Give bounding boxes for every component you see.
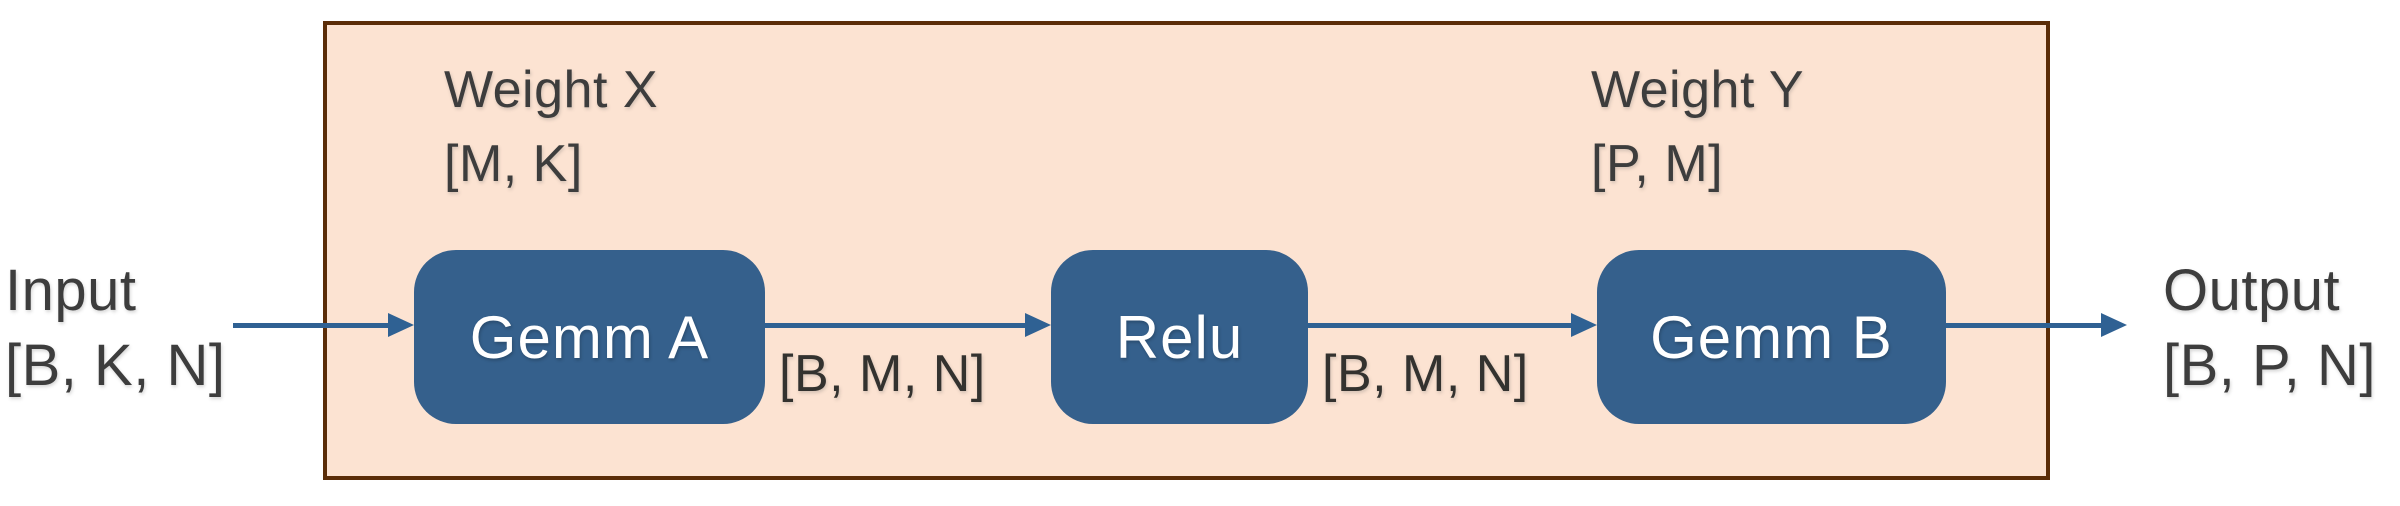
weight-y-name: Weight Y xyxy=(1591,61,1805,119)
node-relu: Relu xyxy=(1051,250,1308,424)
output-name: Output xyxy=(2163,258,2341,323)
arrow-gemm-a-to-relu xyxy=(765,313,1051,337)
arrow-shaft xyxy=(1946,323,2107,328)
weight-x-label: Weight X [M, K] xyxy=(444,54,658,202)
weight-y-shape: [P, M] xyxy=(1591,134,1724,193)
arrow-relu-to-gemm-b xyxy=(1308,313,1597,337)
arrowhead-icon xyxy=(2101,313,2127,337)
arrowhead-icon xyxy=(1571,313,1597,337)
weight-x-shape: [M, K] xyxy=(444,134,583,193)
node-gemm-a: Gemm A xyxy=(414,250,765,424)
input-shape: [B, K, N] xyxy=(5,333,226,399)
node-relu-label: Relu xyxy=(1115,303,1244,371)
arrowhead-icon xyxy=(388,313,414,337)
arrow-shaft xyxy=(765,323,1031,328)
arrow-shaft xyxy=(233,323,394,328)
output-label: Output [B, P, N] xyxy=(2163,253,2376,404)
node-gemm-a-label: Gemm A xyxy=(469,303,710,371)
arrow-shaft xyxy=(1308,323,1577,328)
node-gemm-b-label: Gemm B xyxy=(1650,303,1893,371)
edge-label-relu-to-gemm-b: [B, M, N] xyxy=(1322,345,1529,403)
weight-y-label: Weight Y [P, M] xyxy=(1591,54,1804,202)
node-gemm-b: Gemm B xyxy=(1597,250,1946,424)
edge-label-gemm-a-to-relu: [B, M, N] xyxy=(779,345,986,403)
weight-x-name: Weight X xyxy=(444,61,659,119)
input-name: Input xyxy=(5,258,137,323)
arrowhead-icon xyxy=(1025,313,1051,337)
arrow-input-to-gemm-a xyxy=(233,313,414,337)
arrow-gemm-b-to-output xyxy=(1946,313,2127,337)
output-shape: [B, P, N] xyxy=(2163,333,2376,399)
input-label: Input [B, K, N] xyxy=(5,253,225,404)
